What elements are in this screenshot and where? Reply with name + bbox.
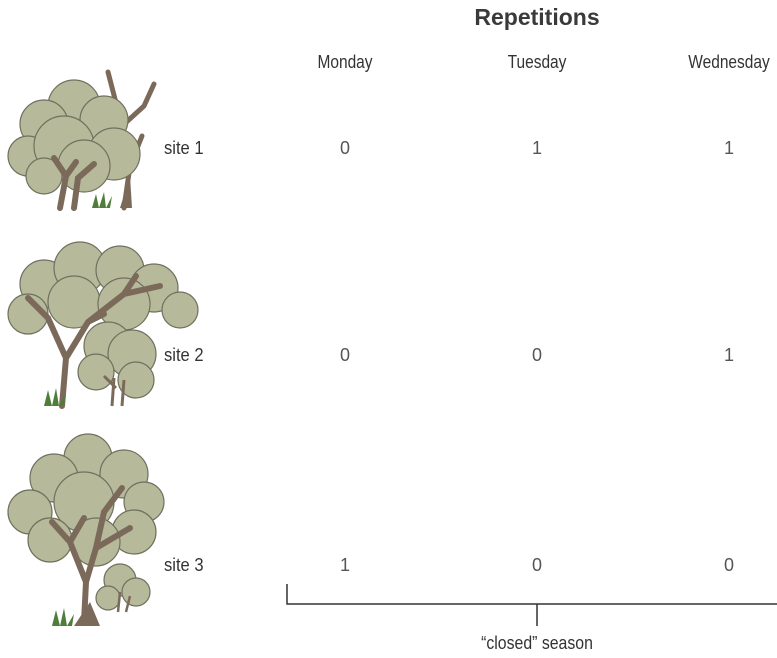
diagram-title: Repetitions bbox=[474, 4, 600, 30]
cell-site3-monday: 1 bbox=[339, 555, 351, 575]
cell-site2-wednesday: 1 bbox=[723, 345, 735, 365]
cell-site1-tuesday: 1 bbox=[531, 138, 543, 158]
bracket-label: “closed” season bbox=[481, 633, 593, 653]
tree-icon bbox=[7, 433, 165, 626]
cell-site2-monday: 0 bbox=[339, 345, 351, 365]
column-header-wednesday: Wednesday bbox=[688, 52, 770, 72]
column-header-tuesday: Tuesday bbox=[507, 52, 567, 72]
tree-icon bbox=[7, 69, 157, 211]
cell-site1-wednesday: 1 bbox=[723, 138, 735, 158]
column-header-monday: Monday bbox=[317, 52, 373, 72]
site-label-3: site 3 bbox=[164, 555, 204, 575]
cell-site2-tuesday: 0 bbox=[531, 345, 543, 365]
cell-site3-wednesday: 0 bbox=[723, 555, 735, 575]
cell-site1-monday: 0 bbox=[339, 138, 351, 158]
site-label-1: site 1 bbox=[164, 138, 204, 158]
tree-icon bbox=[7, 241, 199, 409]
cell-site3-tuesday: 0 bbox=[531, 555, 543, 575]
site-label-2: site 2 bbox=[164, 345, 204, 365]
